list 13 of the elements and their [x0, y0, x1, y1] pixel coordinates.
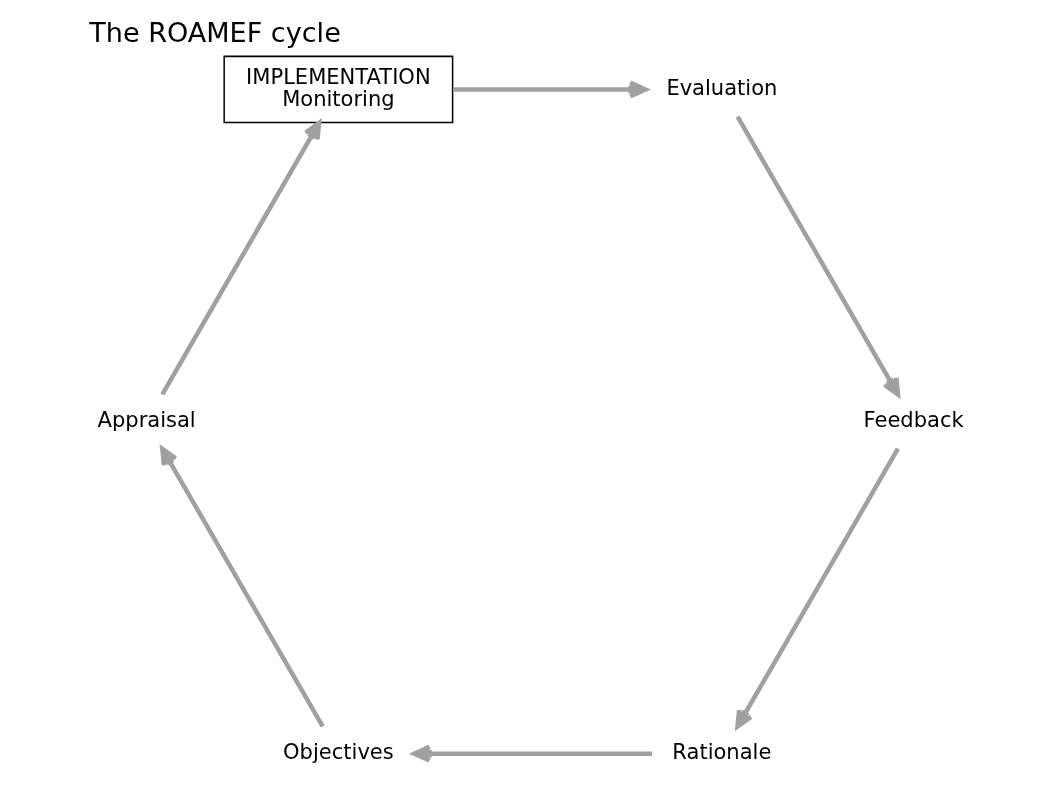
arrow: [734, 447, 900, 729]
node-text: Rationale: [671, 739, 771, 765]
node-text: Appraisal: [97, 407, 196, 433]
diagram-title: The ROAMEF cycle: [88, 16, 341, 48]
arrow: [159, 120, 321, 396]
arrow: [159, 446, 325, 728]
arrow: [735, 115, 900, 397]
node-text: Objectives: [282, 739, 394, 765]
arrow: [452, 80, 648, 99]
node-text: Feedback: [863, 407, 964, 433]
node-box: IMPLEMENTATION Monitoring: [222, 55, 453, 124]
node-text: Evaluation: [665, 75, 777, 100]
arrow: [411, 744, 652, 763]
